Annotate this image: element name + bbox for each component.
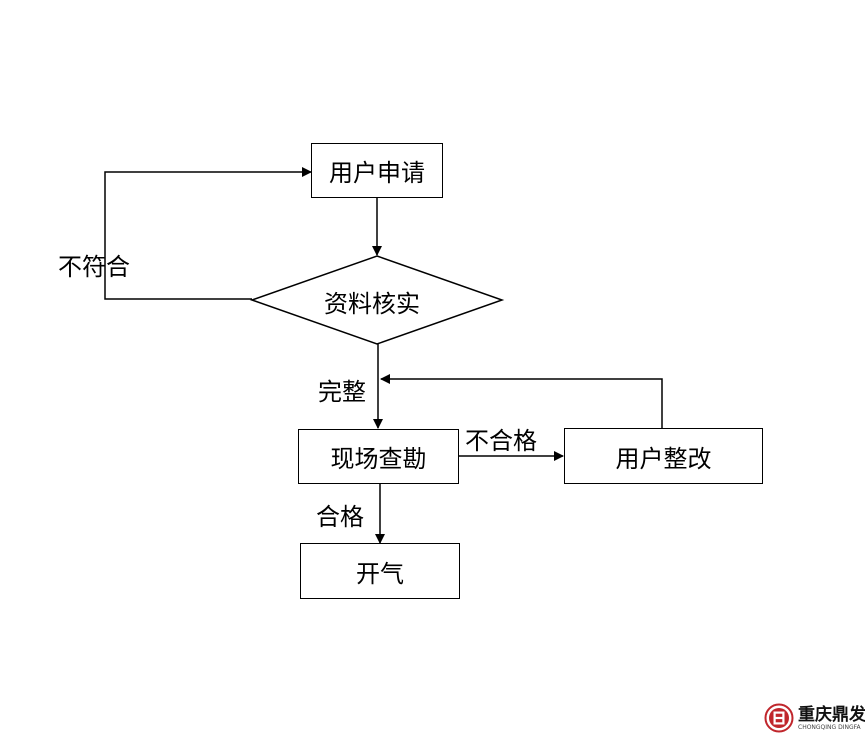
edge-label-qualified: 合格	[316, 503, 364, 531]
node-user-rectify: 用户整改	[564, 428, 763, 484]
node-user-rectify-label: 用户整改	[615, 444, 712, 473]
arrow-not-conform-loop	[104, 167, 312, 300]
edge-label-unqualified: 不合格	[465, 427, 537, 455]
edge-label-complete: 完整	[318, 378, 366, 406]
node-gas-on: 开气	[300, 543, 460, 599]
brand-wordmark: 重庆鼎发	[798, 705, 865, 725]
brand-emblem-icon	[764, 703, 794, 733]
brand-subtitle: CHONGQING DINGFA	[798, 724, 861, 731]
arrow-rectify-loop	[380, 374, 663, 428]
node-user-apply: 用户申请	[311, 143, 443, 198]
brand-logo: 重庆鼎发 CHONGQING DINGFA	[764, 702, 865, 734]
node-gas-on-label: 开气	[356, 559, 404, 588]
node-doc-check-label: 资料核实	[324, 290, 420, 318]
node-user-apply-label: 用户申请	[329, 159, 425, 187]
decision-diamond	[249, 255, 505, 345]
node-site-survey-label: 现场查勘	[330, 445, 427, 473]
edge-label-not-conform: 不符合	[58, 253, 130, 281]
node-site-survey: 现场查勘	[298, 429, 459, 484]
